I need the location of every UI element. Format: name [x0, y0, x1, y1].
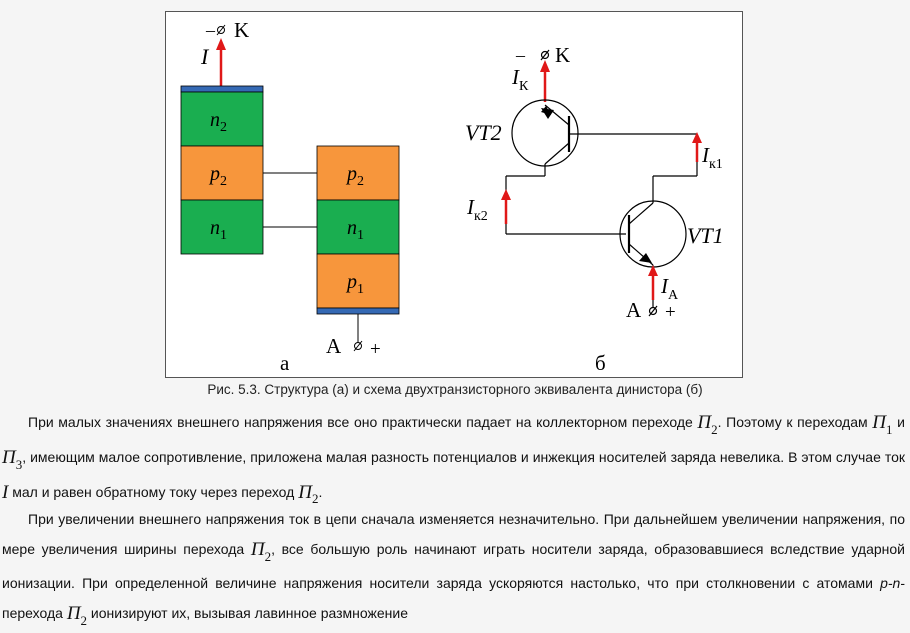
structure-label: а — [280, 351, 290, 375]
structure-diagram: – K I n2 p2 n1 p2 n1 p1 A + а — [180, 18, 400, 375]
anode-terminal — [354, 342, 362, 350]
symbol-p3: П3 — [2, 446, 23, 472]
ik-label: IК — [511, 65, 529, 94]
symbol-p2-d: П2 — [66, 602, 88, 628]
layer-p2-left — [180, 145, 264, 201]
circuit-anode-label: A — [626, 298, 642, 322]
svg-text:n1: n1 — [210, 217, 227, 243]
layer-n1-left — [180, 199, 264, 255]
circuit-cathode-label: K — [555, 43, 570, 67]
cathode-label: K — [234, 18, 249, 42]
svg-text:n1: n1 — [347, 217, 364, 243]
svg-text:n2: n2 — [210, 109, 227, 135]
symbol-p2-c: П2 — [250, 539, 272, 564]
vt2-label: VT2 — [465, 120, 502, 145]
ik1-label: Iк1 — [701, 143, 723, 172]
figure-caption: Рис. 5.3. Структура (а) и схема двухтран… — [207, 382, 703, 397]
svg-text:p1: p1 — [345, 271, 364, 297]
symbol-p2-b: П2 — [298, 481, 319, 507]
circuit-anode-sign: + — [665, 302, 676, 323]
layer-n2 — [180, 91, 264, 147]
vt1-label: VT1 — [687, 223, 724, 248]
symbol-i: I — [2, 481, 9, 503]
paragraph-2: При увеличении внешнего напряжения ток в… — [2, 511, 905, 628]
figure-svg: – K I n2 p2 n1 p2 n1 p1 A + а — [180, 18, 724, 375]
circuit-anode-terminal — [648, 306, 658, 316]
circuit-label: б — [595, 351, 606, 375]
vt2-emitter-arrow — [541, 108, 554, 119]
current-label: I — [200, 44, 210, 69]
anode-sign: + — [370, 339, 381, 360]
circuit-cathode-sign: – — [515, 45, 526, 65]
svg-text:p2: p2 — [345, 163, 364, 189]
bottom-contact — [316, 307, 400, 315]
layer-p1 — [316, 253, 400, 309]
svg-text:p2: p2 — [208, 163, 227, 189]
pn-term: p-n — [880, 574, 901, 591]
layer-n1-right — [316, 199, 400, 255]
cathode-terminal — [217, 26, 225, 34]
symbol-p1: П1 — [872, 412, 893, 437]
circuit-cathode-terminal — [540, 50, 550, 60]
symbol-p2: П2 — [697, 412, 718, 437]
anode-label: A — [326, 334, 342, 358]
ik2-label: Iк2 — [466, 195, 488, 224]
layer-p2-right — [316, 145, 400, 201]
current-arrow-head — [216, 38, 226, 50]
figure-frame: – K I n2 p2 n1 p2 n1 p1 A + а — [165, 11, 743, 378]
paragraph-1: При малых значениях внешнего напряжения … — [2, 412, 905, 507]
vt1-emitter-arrow — [639, 253, 652, 263]
top-contact — [180, 85, 264, 93]
ia-label: IА — [660, 274, 679, 303]
cathode-sign: – — [205, 20, 216, 40]
circuit-diagram — [505, 49, 698, 317]
